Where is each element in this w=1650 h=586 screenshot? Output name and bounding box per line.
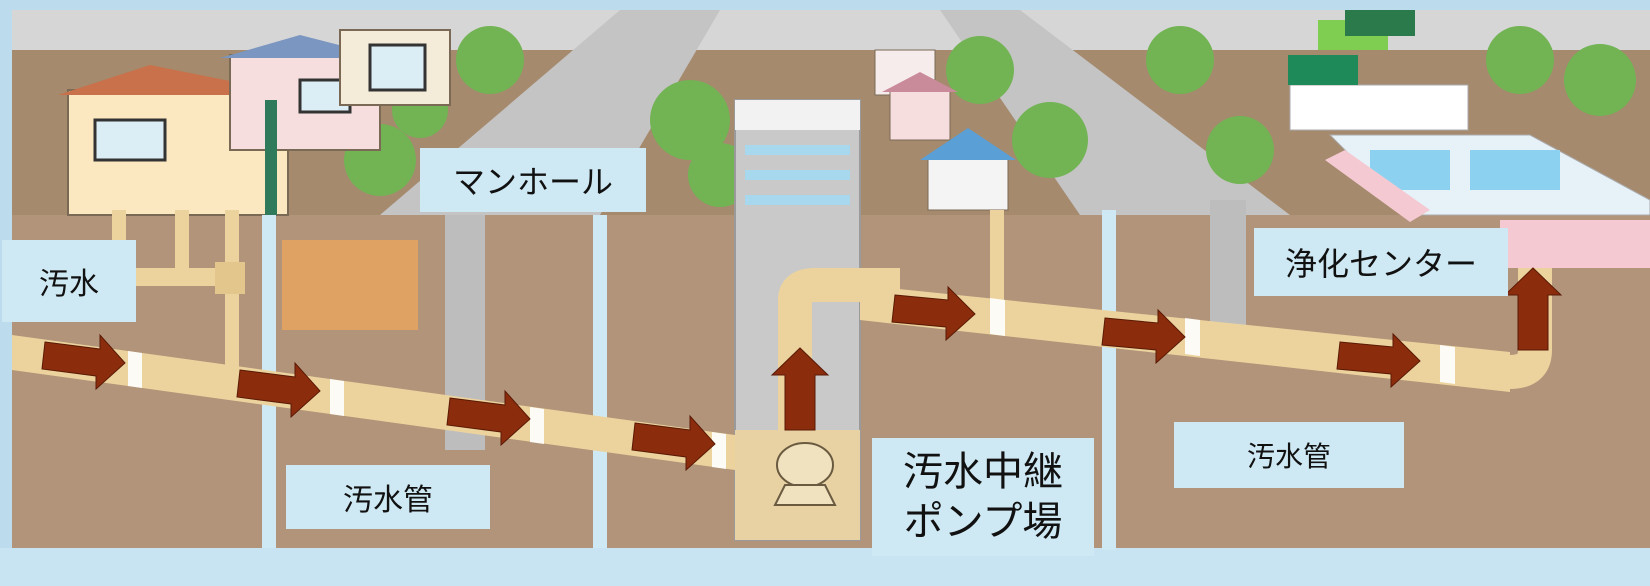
label-purification-center: 浄化センター (1254, 228, 1508, 296)
rainwater-pipe (1102, 210, 1116, 550)
manhole-icon (1210, 200, 1246, 340)
label-sewer-pipe-right: 汚水管 (1174, 422, 1404, 488)
pump-station-roof (735, 100, 860, 130)
label-pump-station-line1: 汚水中継 (903, 449, 1063, 495)
label-sewer-pipe-left: 汚水管 (286, 465, 490, 529)
road-right (940, 10, 1290, 215)
center-inlet (1500, 220, 1650, 268)
center-connector-pipe (1325, 150, 1430, 222)
label-manhole: マンホール (420, 148, 646, 212)
label-sewer-pipe-right-text: 汚水管 (1246, 440, 1331, 473)
label-sewage: 汚水 (2, 240, 136, 322)
pipe-bands (128, 351, 726, 469)
bottom-strip (0, 548, 1650, 586)
label-pump-station-line2: ポンプ場 (903, 499, 1063, 545)
flow-arrow-icon (41, 267, 1563, 472)
sewer-pipe-left (12, 335, 735, 470)
label-sewage-text: 汚水 (39, 267, 99, 302)
house-icon (58, 29, 1016, 216)
orange-marker (282, 240, 418, 330)
pump-icon (773, 442, 837, 506)
label-sewer-pipe-left-text: 汚水管 (343, 483, 433, 518)
downspout (265, 100, 277, 215)
label-purification-center-text: 浄化センター (1284, 245, 1477, 283)
label-pump-station: 汚水中継 ポンプ場 (872, 438, 1094, 556)
rainwater-pipe (593, 215, 607, 548)
purification-center-building (1288, 10, 1650, 216)
riser-pipe (778, 268, 900, 430)
pipe-bands (990, 298, 1455, 384)
label-manhole-text: マンホール (452, 163, 613, 201)
